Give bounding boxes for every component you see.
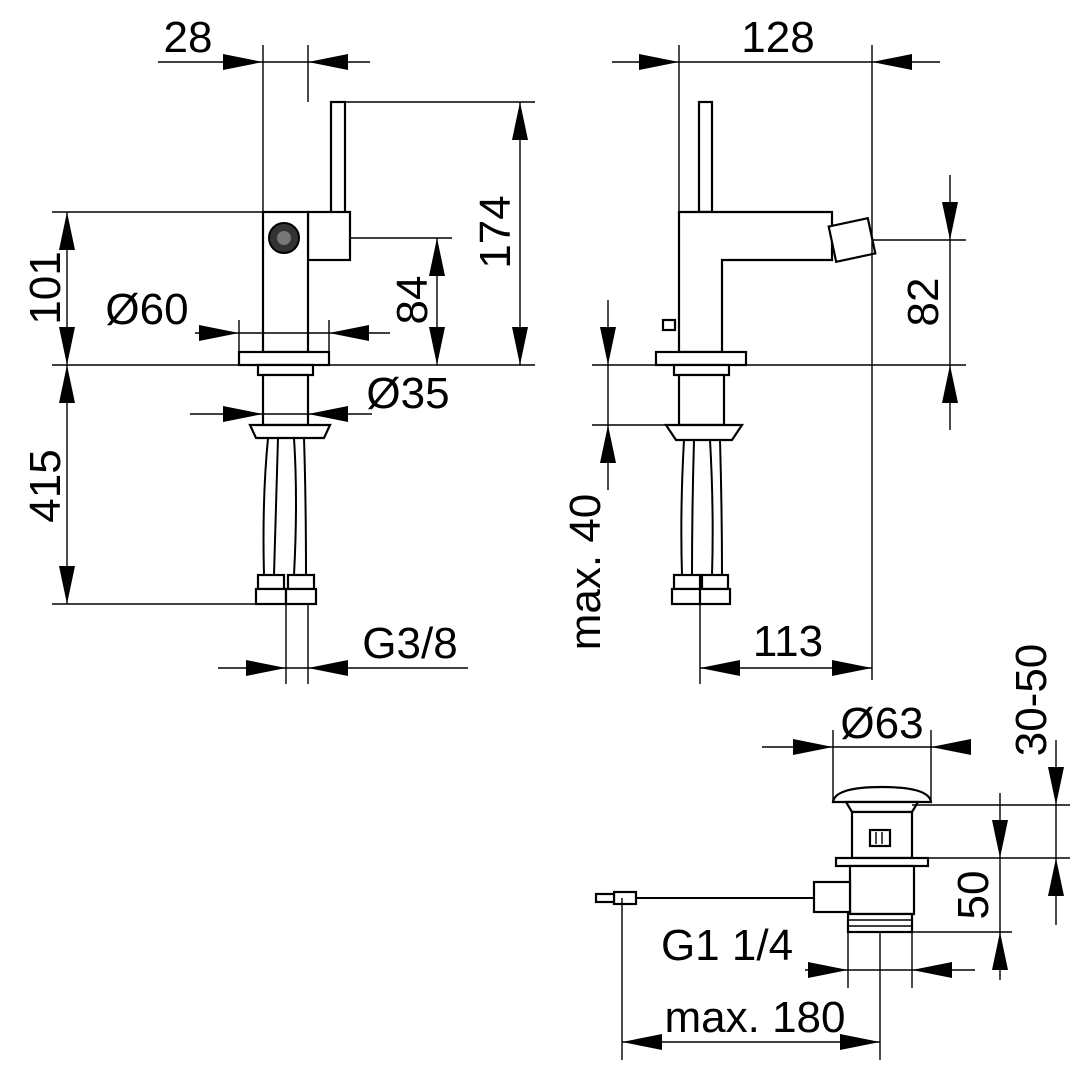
waste-plug-rim <box>844 800 920 814</box>
waste-body <box>848 864 916 916</box>
side-jet-nozzle <box>827 216 877 264</box>
side-popup-knob <box>661 318 677 332</box>
waste-rod-end <box>612 890 638 906</box>
aerator-core-icon <box>277 231 291 245</box>
front-lever <box>329 100 347 216</box>
dim-max-40: max. 40 <box>561 494 610 651</box>
dim-length-415: 415 <box>21 449 70 522</box>
dim-max-180: max. 180 <box>665 993 846 1042</box>
side-fitting-left <box>672 573 702 591</box>
dim-width-28: 28 <box>164 13 213 62</box>
front-bracket <box>248 423 332 440</box>
front-nut-right <box>284 587 318 606</box>
front-base-plate <box>237 350 331 367</box>
front-lever-joint <box>306 210 352 262</box>
dim-reach-113: 113 <box>753 617 823 666</box>
dim-diameter-60: Ø60 <box>105 285 188 334</box>
dim-range-30-50: 30-50 <box>1007 644 1056 757</box>
front-fitting-left <box>256 573 286 591</box>
dim-diameter-63: Ø63 <box>840 699 923 748</box>
dim-height-82: 82 <box>899 278 948 327</box>
side-hose-left <box>680 439 695 576</box>
side-nut-left <box>670 587 704 606</box>
side-bracket <box>663 423 745 442</box>
dim-height-174: 174 <box>471 195 520 268</box>
waste-plug-cap <box>831 785 933 804</box>
dim-diameter-35: Ø35 <box>366 369 449 418</box>
side-body <box>677 210 834 354</box>
side-shank <box>677 373 726 427</box>
front-nut-left <box>254 587 288 606</box>
waste-thread <box>846 912 914 934</box>
side-nut-right <box>698 587 732 606</box>
waste-slot-icon <box>868 828 892 848</box>
side-base-plate <box>654 350 748 367</box>
front-hose-left <box>262 437 279 576</box>
side-hose-right <box>709 439 723 576</box>
waste-connector <box>812 880 852 914</box>
front-shank-top <box>256 363 315 377</box>
waste-flange <box>834 856 930 868</box>
side-shank-top <box>672 363 731 377</box>
dim-height-84: 84 <box>388 276 437 325</box>
side-lever <box>697 100 714 214</box>
front-view: 28 174 101 84 Ø60 Ø35 <box>21 13 535 684</box>
dim-height-50: 50 <box>949 871 998 920</box>
dim-width-128: 128 <box>741 13 814 62</box>
waste-rod-tip <box>594 892 616 904</box>
waste-view: Ø63 30-50 50 G1 1/4 max. 180 <box>594 644 1070 1060</box>
side-view: 128 82 max. 40 113 <box>561 13 966 684</box>
dim-height-101: 101 <box>21 251 70 324</box>
dim-thread-g114: G1 1/4 <box>661 921 793 970</box>
dim-thread-g38: G3/8 <box>362 619 457 668</box>
side-fitting-right <box>700 573 730 591</box>
front-shank <box>261 373 310 427</box>
front-fitting-right <box>286 573 316 591</box>
front-hose-right <box>293 437 307 576</box>
